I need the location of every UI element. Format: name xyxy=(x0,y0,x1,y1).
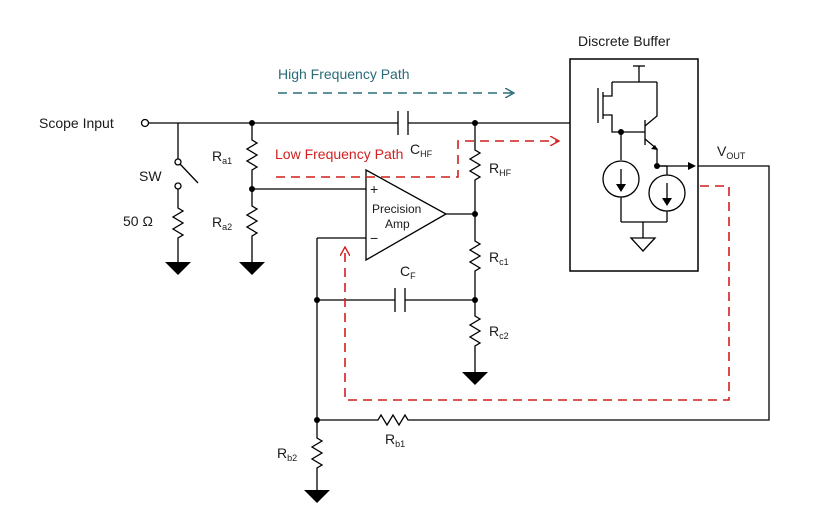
discrete-buffer xyxy=(569,58,699,272)
rc1-resistor xyxy=(468,214,482,300)
vout-label: VOUT xyxy=(717,143,746,161)
rhf-label: RHF xyxy=(489,160,512,178)
sw-switch xyxy=(174,123,199,203)
input-wire xyxy=(149,119,606,127)
amp-label-line1: Precision xyxy=(372,202,421,216)
ra2-resistor xyxy=(239,189,265,275)
r50-label: 50 Ω xyxy=(123,213,153,229)
lf-path-label: Low Frequency Path xyxy=(275,146,403,162)
amp-label-line2: Amp xyxy=(385,217,410,231)
amp-minus-sign: − xyxy=(370,230,378,246)
rb2-label: Rb2 xyxy=(277,445,297,463)
chf-label: CHF xyxy=(410,141,433,159)
rb2-resistor xyxy=(304,420,330,503)
minus-input-wire xyxy=(316,237,366,420)
lf-path-arrow xyxy=(276,141,558,178)
rhf-resistor xyxy=(468,123,482,214)
precision-amp xyxy=(365,168,475,262)
r50-resistor xyxy=(165,203,191,275)
cf-capacitor xyxy=(317,288,475,312)
chf-capacitor xyxy=(397,111,409,135)
scope-input-terminal xyxy=(140,118,150,128)
scope-input-label: Scope Input xyxy=(39,115,114,131)
amp-plus-sign: + xyxy=(370,181,378,197)
hf-path-label: High Frequency Path xyxy=(278,66,410,82)
rc1-label: Rc1 xyxy=(489,249,509,267)
rb1-resistor xyxy=(317,165,770,427)
sw-label: SW xyxy=(139,168,162,184)
buffer-title: Discrete Buffer xyxy=(578,33,671,49)
ra2-label: Ra2 xyxy=(212,214,232,232)
ra1-label: Ra1 xyxy=(212,148,232,166)
rc2-label: Rc2 xyxy=(489,323,509,341)
rc2-resistor xyxy=(462,300,488,385)
rb1-label: Rb1 xyxy=(385,431,405,449)
cf-label: CF xyxy=(400,263,416,281)
ra1-resistor xyxy=(245,123,259,189)
lf-feedback-arrow xyxy=(345,185,730,401)
